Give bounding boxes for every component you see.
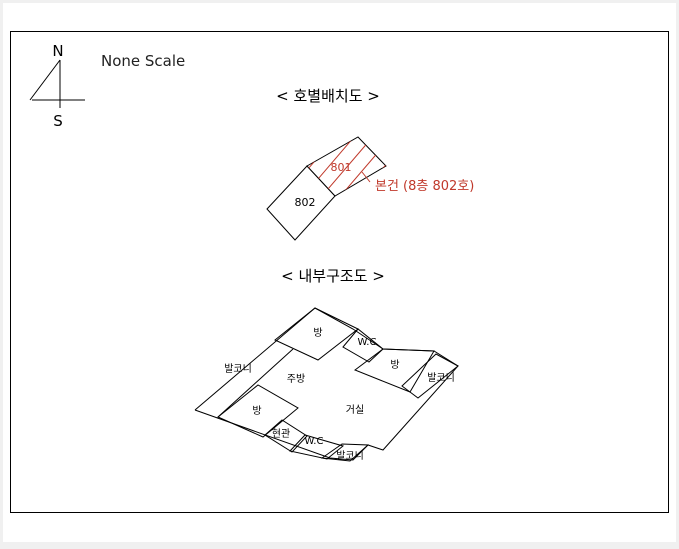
callout-leader bbox=[361, 171, 371, 183]
wc-top-label: W.C bbox=[358, 337, 377, 348]
wc-bottom-outline bbox=[289, 434, 345, 460]
north-arrow bbox=[29, 59, 85, 108]
unit-layout-title: < 호별배치도 > bbox=[276, 87, 380, 105]
entrance-label: 현관 bbox=[272, 428, 290, 440]
room-top-label: 방 bbox=[313, 327, 322, 339]
unit-802-label: 802 bbox=[295, 196, 316, 209]
room-right-outline bbox=[353, 348, 435, 393]
compass-north-label: N bbox=[52, 42, 63, 60]
room-left-outline bbox=[217, 384, 299, 438]
compass-south-label: S bbox=[53, 112, 63, 130]
balcony-right-outline bbox=[401, 353, 459, 399]
balcony-right-label: 발코니 bbox=[427, 372, 455, 384]
balcony-left-divider bbox=[217, 348, 294, 418]
balcony-bottom-outline bbox=[320, 443, 370, 462]
balcony-left-label: 발코니 bbox=[224, 363, 252, 375]
scale-note: None Scale bbox=[101, 52, 185, 70]
floor-plan-title: < 내부구조도 > bbox=[281, 267, 385, 285]
room-left-label: 방 bbox=[252, 405, 261, 417]
kitchen-label: 주방 bbox=[287, 373, 305, 385]
floor-plan bbox=[194, 307, 459, 462]
room-right-label: 방 bbox=[390, 359, 399, 371]
unit-801-label: 801 bbox=[331, 161, 352, 174]
subject-unit-callout: 본건 (8층 802호) bbox=[375, 179, 474, 194]
wc-bottom-label: W.C bbox=[305, 436, 324, 447]
balcony-bottom-label: 발코니 bbox=[336, 450, 364, 462]
drawing-frame bbox=[10, 31, 669, 513]
living-room-label: 거실 bbox=[346, 404, 364, 416]
